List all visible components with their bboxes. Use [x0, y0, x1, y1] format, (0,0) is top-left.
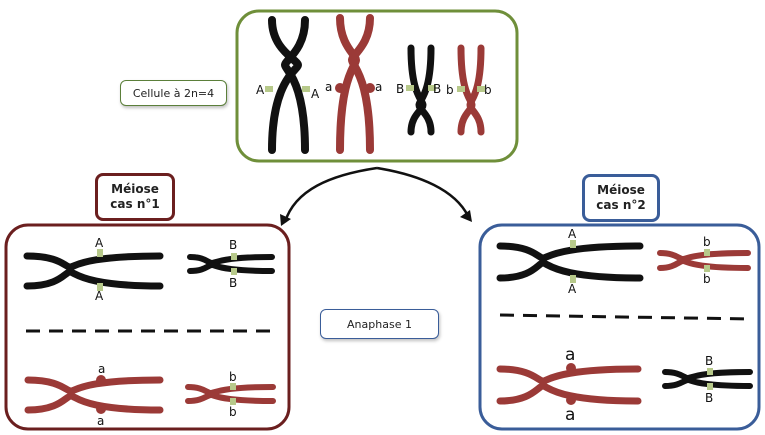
case1-chromosome-a [24, 376, 164, 414]
case2-line1: Méiose [597, 183, 645, 197]
case1-label-b-bottom: b [229, 405, 237, 419]
chromosome-A-black [268, 16, 309, 154]
chromosome-B-black [407, 44, 435, 136]
case1-chromosome-b [185, 384, 276, 404]
arrow-right [376, 166, 470, 217]
label-a-left: a [325, 80, 332, 94]
case2-label-B-top: B [705, 354, 713, 368]
case2-label: Méiose cas n°2 [582, 174, 660, 222]
case2-label-a-top: a [565, 345, 575, 365]
case1-chromosome-A [23, 252, 164, 290]
cell-label: Cellule à 2n=4 [120, 80, 227, 106]
case2-label-A-top: A [568, 227, 577, 241]
case1-label-b-top: b [229, 370, 237, 384]
label-A-right: A [311, 87, 320, 101]
case2-label-b-bottom: b [703, 272, 711, 286]
case2-chromosome-B [662, 369, 753, 389]
case2-label-a-bottom: a [565, 405, 575, 425]
case2-line2: cas n°2 [596, 198, 646, 212]
chromosome-b-red [457, 44, 485, 136]
case2-label-A-bottom: A [568, 282, 577, 296]
case1-label-B-top: B [229, 238, 237, 252]
case1-label-A-bottom: A [95, 289, 104, 303]
chromosome-a-red [336, 14, 374, 154]
label-a-right: a [375, 80, 382, 94]
case1-line2: cas n°1 [110, 197, 160, 211]
case1-label-a-top: a [98, 362, 105, 376]
label-B-left: B [396, 82, 404, 96]
label-b-right: b [484, 83, 492, 97]
case1-label-A-top: A [95, 236, 104, 250]
case1-chromosome-B [187, 254, 275, 274]
label-A-left: A [256, 83, 265, 97]
case1-line1: Méiose [111, 182, 159, 196]
case2-chromosome-b [657, 250, 751, 271]
case2-chromosome-a [496, 365, 642, 405]
case1-label-B-bottom: B [229, 276, 237, 290]
case2-label-b-top: b [703, 235, 711, 249]
case2-chromosome-A [496, 242, 644, 282]
label-b-left: b [446, 83, 454, 97]
case2-label-B-bottom: B [705, 391, 713, 405]
phase-label: Anaphase 1 [320, 309, 439, 339]
label-B-right: B [433, 82, 441, 96]
case2-divider [499, 313, 751, 321]
arrow-left [283, 166, 378, 223]
case1-label: Méiose cas n°1 [95, 173, 175, 221]
case1-label-a-bottom: a [97, 414, 104, 428]
